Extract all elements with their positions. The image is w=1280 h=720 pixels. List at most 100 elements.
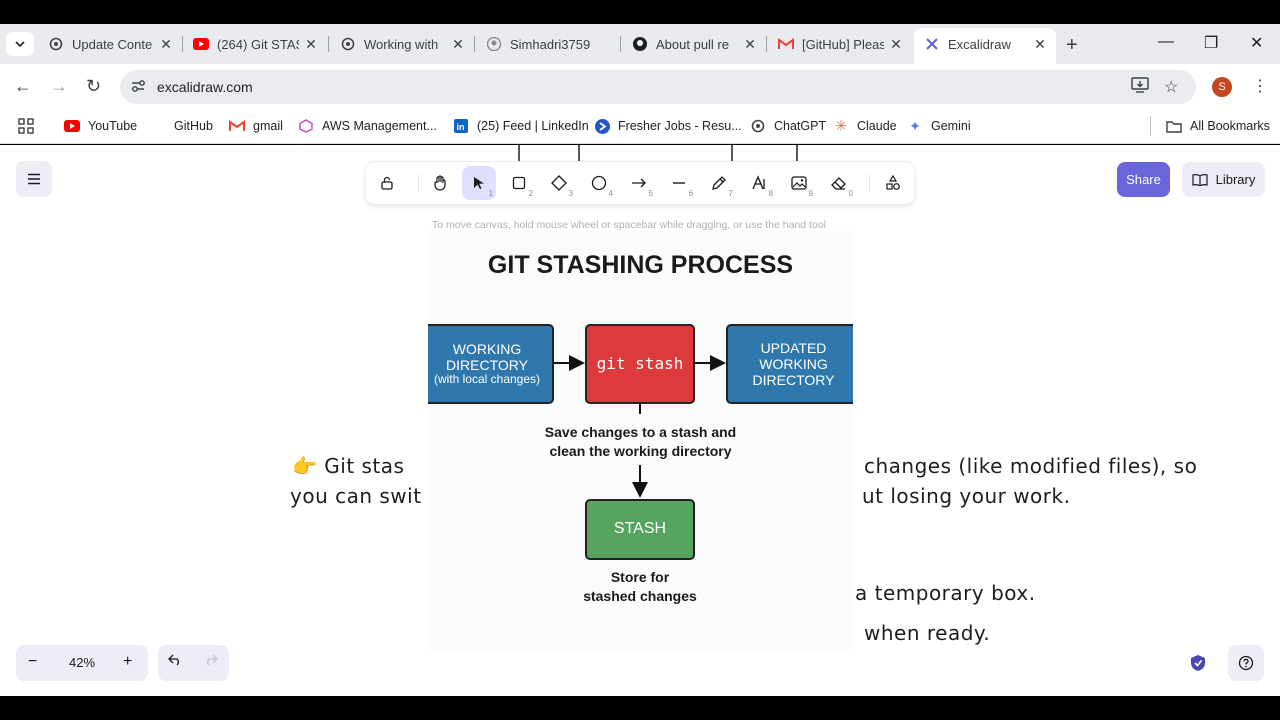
eraser-tool-button[interactable]: 0 xyxy=(822,166,856,200)
close-icon[interactable]: ✕ xyxy=(452,35,464,52)
reload-icon[interactable]: ↻ xyxy=(86,76,102,96)
canvas-text-line2-left[interactable]: you can swit xyxy=(290,484,422,508)
main-menu-button[interactable] xyxy=(16,161,52,197)
arrow-tool-button[interactable]: 5 xyxy=(622,166,656,200)
bookmark-claude[interactable]: ✳ Claude xyxy=(833,117,897,135)
bookmark-aws[interactable]: AWS Management... xyxy=(298,117,437,135)
back-arrow-icon[interactable]: ← xyxy=(14,76,32,96)
share-button[interactable]: Share xyxy=(1117,162,1170,197)
tab-github-gmail[interactable]: [GitHub] Pleas ✕ xyxy=(778,30,904,58)
avatar[interactable]: S xyxy=(1212,77,1232,97)
bookmark-github[interactable]: GitHub xyxy=(150,117,213,135)
zoom-in-icon[interactable]: + xyxy=(123,653,133,670)
canvas-text-line2-right[interactable]: ut losing your work. xyxy=(862,484,1071,508)
lock-tool-button[interactable] xyxy=(370,166,404,200)
install-app-icon[interactable] xyxy=(1131,77,1149,98)
bookmark-star-icon[interactable]: ☆ xyxy=(1164,79,1179,96)
shortcut-number: 6 xyxy=(688,189,693,198)
rectangle-tool-button[interactable]: 2 xyxy=(502,166,536,200)
close-icon[interactable]: ✕ xyxy=(160,35,172,52)
canvas-hint: To move canvas, hold mouse wheel or spac… xyxy=(432,219,826,231)
url-text[interactable]: excalidraw.com xyxy=(157,79,253,95)
tab-working-with[interactable]: Working with ✕ xyxy=(340,30,466,58)
text-tool-button[interactable]: 8 xyxy=(742,166,776,200)
line-tool-button[interactable]: 6 xyxy=(662,166,696,200)
extra-tools-button[interactable] xyxy=(876,166,910,200)
apps-grid-icon[interactable] xyxy=(18,117,34,135)
more-menu-icon[interactable]: ⋮ xyxy=(1252,78,1268,95)
bookmark-gmail[interactable]: gmail xyxy=(229,117,283,135)
claude-icon: ✳ xyxy=(834,118,848,135)
git-stashing-diagram-image[interactable]: GIT STASHING PROCESS WORKING DIRECTORY (… xyxy=(428,231,853,650)
shortcut-number: 4 xyxy=(608,189,613,198)
help-button[interactable] xyxy=(1228,645,1264,681)
bottom-black-bar xyxy=(0,696,1280,720)
address-bar[interactable] xyxy=(120,70,1196,104)
shortcut-number: 9 xyxy=(808,189,813,198)
canvas-text-line4-right[interactable]: when ready. xyxy=(864,621,991,645)
shortcut-number: 3 xyxy=(568,189,573,198)
tab-excalidraw[interactable]: Excalidraw ✕ xyxy=(924,30,1048,58)
hand-tool-button[interactable] xyxy=(423,166,457,200)
chatgpt-icon xyxy=(750,118,766,134)
window-close-icon[interactable]: ✕ xyxy=(1250,35,1264,52)
library-button[interactable]: Library xyxy=(1182,162,1265,197)
ellipse-tool-button[interactable]: 4 xyxy=(582,166,616,200)
updated-working-directory-box: UPDATED WORKING DIRECTORY xyxy=(726,324,853,404)
tab-title: Excalidraw xyxy=(948,36,1011,52)
bookmark-gemini[interactable]: ✦ Gemini xyxy=(907,117,970,135)
tab-title: Working with xyxy=(364,36,439,52)
youtube-icon xyxy=(64,118,80,134)
active-tab-background xyxy=(914,28,1056,64)
canvas-text-line3-right[interactable]: a temporary box. xyxy=(855,581,1036,605)
diamond-icon xyxy=(551,175,567,191)
tab-search-button[interactable] xyxy=(6,32,34,56)
minimize-icon[interactable]: — xyxy=(1158,33,1174,50)
bookmark-label: (25) Feed | LinkedIn xyxy=(477,119,589,133)
encryption-shield-icon[interactable] xyxy=(1190,654,1206,677)
image-icon xyxy=(791,176,807,190)
close-icon[interactable]: ✕ xyxy=(890,35,902,52)
restore-icon[interactable]: ❐ xyxy=(1204,35,1219,52)
undo-icon[interactable] xyxy=(168,653,182,670)
youtube-icon xyxy=(193,36,209,52)
bookmarks-divider xyxy=(1150,116,1151,136)
tab-divider xyxy=(474,36,475,52)
close-icon[interactable]: ✕ xyxy=(1034,35,1046,52)
selection-tool-button[interactable]: 1 xyxy=(462,166,496,200)
canvas-text-line1-right[interactable]: changes (like modified files), so xyxy=(864,454,1198,478)
zoom-level[interactable]: 42% xyxy=(68,655,96,670)
text-icon xyxy=(752,175,765,190)
diamond-tool-button[interactable]: 3 xyxy=(542,166,576,200)
bookmark-chatgpt[interactable]: ChatGPT xyxy=(750,117,826,135)
tab-update-content[interactable]: Update Conte ✕ xyxy=(48,30,174,58)
shortcut-number: 2 xyxy=(528,189,533,198)
close-icon[interactable]: ✕ xyxy=(744,35,756,52)
bookmark-label: Fresher Jobs - Resu... xyxy=(618,119,742,133)
resume-icon xyxy=(594,118,610,134)
bookmark-fresher-jobs[interactable]: Fresher Jobs - Resu... xyxy=(594,117,742,135)
canvas-text-line1-left[interactable]: 👉 Git stas xyxy=(292,454,405,478)
bookmark-linkedin[interactable]: in (25) Feed | LinkedIn xyxy=(453,117,589,135)
redo-icon[interactable] xyxy=(204,653,218,670)
image-tool-button[interactable]: 9 xyxy=(782,166,816,200)
tab-youtube-git-stash[interactable]: (264) Git STAS ✕ xyxy=(193,30,319,58)
bookmark-label: gmail xyxy=(253,119,283,133)
box-label: DIRECTORY xyxy=(752,372,835,389)
chatgpt-icon xyxy=(340,36,356,52)
shortcut-number: 1 xyxy=(488,189,493,198)
tab-about-pull-requests[interactable]: About pull re ✕ xyxy=(632,30,758,58)
bookmark-label: Claude xyxy=(857,119,897,133)
linkedin-icon: in xyxy=(453,118,469,134)
site-settings-icon[interactable] xyxy=(130,78,148,96)
hand-icon xyxy=(433,175,446,191)
draw-tool-button[interactable]: 7 xyxy=(702,166,736,200)
bookmark-youtube[interactable]: YouTube xyxy=(64,117,137,135)
all-bookmarks[interactable]: All Bookmarks xyxy=(1166,117,1270,135)
close-icon[interactable]: ✕ xyxy=(305,35,317,52)
folder-icon xyxy=(1166,118,1182,134)
new-tab-icon[interactable]: + xyxy=(1066,34,1078,56)
zoom-out-icon[interactable]: − xyxy=(28,653,38,670)
forward-arrow-icon[interactable]: → xyxy=(50,76,68,96)
tab-github-simhadri[interactable]: Simhadri3759 xyxy=(486,30,612,58)
